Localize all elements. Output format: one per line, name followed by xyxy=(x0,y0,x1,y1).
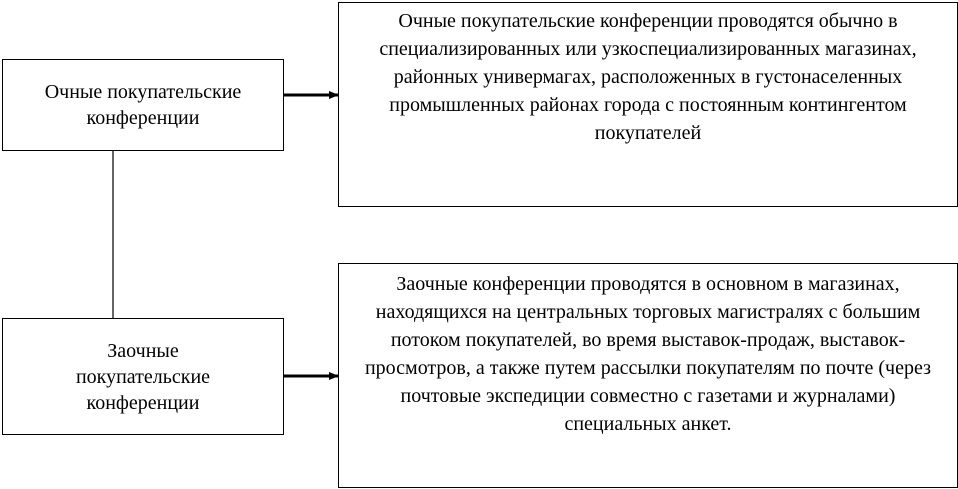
node-correspondence-description-text: Заочные конференции проводятся в основно… xyxy=(364,273,932,435)
node-in-person-conferences: Очные покупательские конференции xyxy=(2,59,284,151)
node-in-person-description-text: Очные покупательские конференции проводя… xyxy=(379,10,917,144)
node-correspondence-conferences-label: Заочные покупательские конференции xyxy=(75,339,211,414)
node-in-person-conferences-label: Очные покупательские конференции xyxy=(44,81,242,129)
node-in-person-description: Очные покупательские конференции проводя… xyxy=(338,2,958,207)
node-correspondence-description: Заочные конференции проводятся в основно… xyxy=(338,263,958,488)
node-correspondence-conferences: Заочные покупательские конференции xyxy=(2,318,284,435)
